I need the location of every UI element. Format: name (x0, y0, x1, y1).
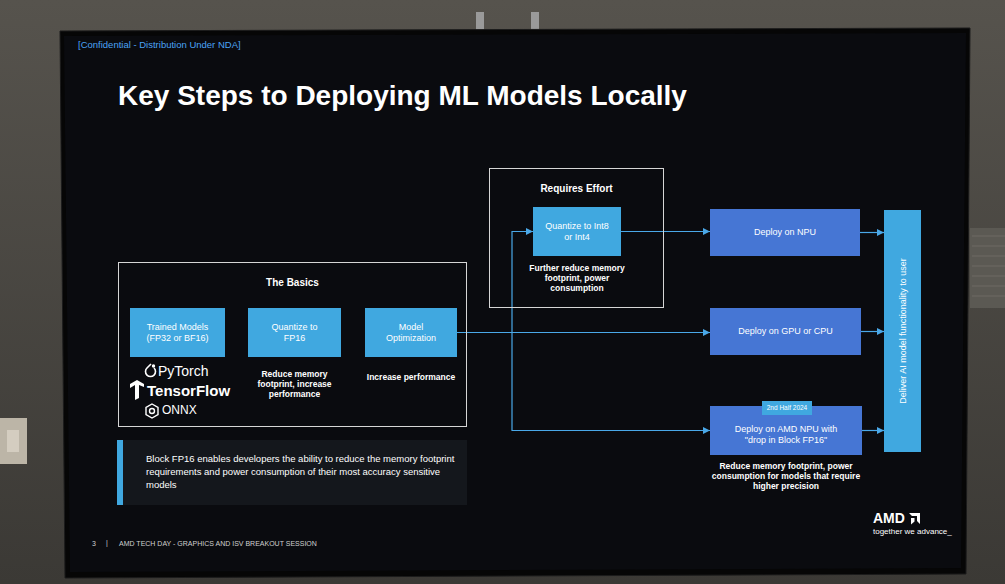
box-caption: Further reduce memory footprint, power c… (527, 263, 627, 294)
flow-arrow (862, 430, 884, 431)
onnx-logo-text: ONNX (162, 404, 197, 418)
box-label: 2nd Half 2024 (767, 404, 807, 412)
process-box: Trained Models (FP32 or BF16) (130, 308, 225, 357)
box-label: Deploy on NPU (720, 227, 850, 238)
box-caption: Increase performance (365, 372, 457, 382)
process-box: Deploy on AMD NPU with "drop in Block FP… (710, 406, 862, 455)
process-box: Deploy on NPU (710, 209, 860, 256)
box-label: Trained Models (FP32 or BF16) (137, 322, 219, 344)
tv-bezel (60, 28, 970, 578)
flow-arrow (860, 232, 884, 233)
process-box: Quantize to FP16Reduce memory footprint,… (248, 308, 341, 357)
flow-arrow (861, 331, 884, 332)
process-box: Model OptimizationIncrease performance (365, 308, 457, 357)
box-label: Quantize to Int8 or Int4 (544, 221, 610, 243)
tagline: together we advance_ (873, 527, 952, 536)
flow-arrow (457, 232, 533, 333)
tensorflow-icon (130, 380, 144, 400)
pytorch-icon (146, 364, 156, 377)
process-box: Deploy on GPU or CPU (710, 308, 861, 355)
date-badge: 2nd Half 2024 (762, 401, 812, 415)
box-label: Deliver AI model functionality to user (897, 216, 908, 446)
tensorflow-logo-text: TensorFlow (147, 382, 230, 399)
flow-arrow (621, 231, 710, 232)
footer-text: AMD TECH DAY - GRAPHICS AND ISV BREAKOUT… (119, 540, 317, 548)
box-label: Block FP16 enables developers the abilit… (146, 453, 456, 491)
amd-logo-text: AMD (873, 510, 905, 526)
switch-key (7, 430, 19, 452)
footer-separator: | (106, 539, 108, 547)
tv-screen (64, 33, 966, 572)
flow-arrow (457, 333, 710, 431)
onnx-icon (146, 404, 158, 418)
box-label: Deploy on GPU or CPU (721, 326, 851, 337)
light-switch (0, 418, 27, 464)
box-label: Model Optimization (376, 322, 446, 344)
wall-vent (970, 228, 1005, 308)
page-number: 3 (92, 540, 96, 548)
amd-logo-mark (909, 513, 920, 525)
note-box: Block FP16 enables developers the abilit… (117, 440, 467, 505)
output-bar: Deliver AI model functionality to user (884, 210, 921, 452)
group-box: Requires EffortQuantize to Int8 or Int4F… (489, 168, 664, 308)
box-label: Quantize to FP16 (260, 322, 330, 344)
pytorch-logo-text: PyTorch (158, 363, 209, 379)
box-label: Deploy on AMD NPU with "drop in Block FP… (734, 424, 838, 446)
group-heading: Requires Effort (490, 183, 663, 195)
confidential-note: [Confidential - Distribution Under NDA] (78, 40, 241, 51)
group-heading: The Basics (119, 277, 466, 289)
group-box: The BasicsTrained Models (FP32 or BF16) Q… (118, 262, 467, 427)
box-caption: Reduce memory footprint, power consumpti… (700, 461, 872, 492)
slide-title: Key Steps to Deploying ML Models Locally (118, 80, 687, 112)
process-box: Quantize to Int8 or Int4Further reduce m… (533, 207, 621, 256)
box-caption: Reduce memory footprint, increase perfor… (245, 369, 345, 400)
